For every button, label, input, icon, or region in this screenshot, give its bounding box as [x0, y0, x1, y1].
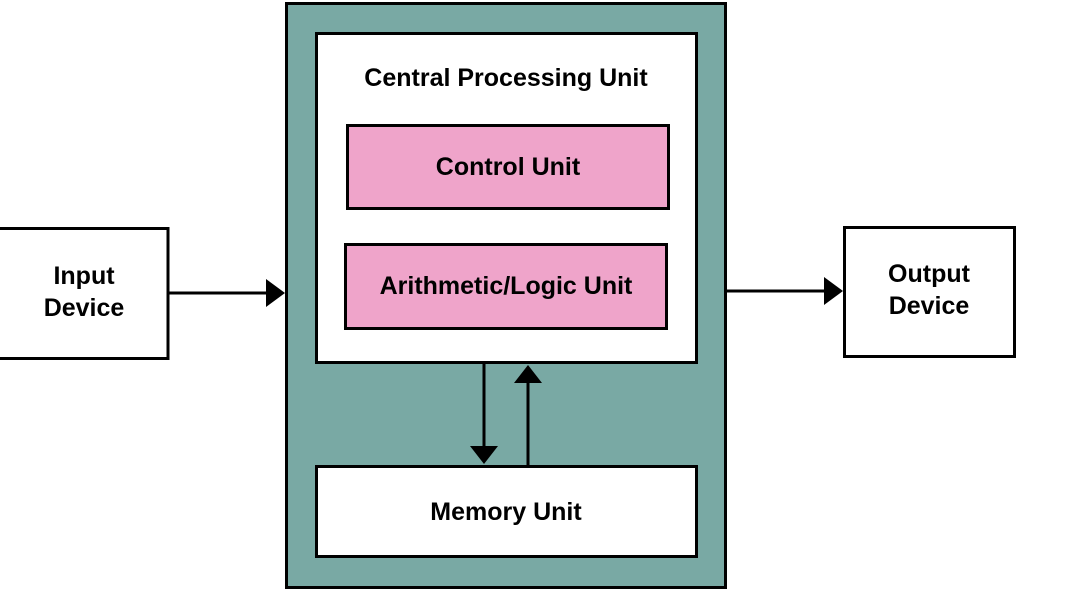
output-device-label-line1: Output: [888, 260, 971, 288]
alu-label: Arithmetic/Logic Unit: [380, 272, 633, 300]
control-unit-label: Control Unit: [436, 153, 581, 181]
cpu-title: Central Processing Unit: [364, 64, 648, 92]
output-device-box: [843, 226, 1016, 358]
input-device-label-line2: Device: [44, 294, 125, 322]
output-arrow: [725, 277, 843, 305]
alu-box: [344, 243, 668, 330]
control-unit-box: [346, 124, 670, 210]
input-arrow: [168, 279, 285, 307]
memory-unit-label: Memory Unit: [430, 498, 582, 526]
output-device-label-line2: Device: [889, 292, 970, 320]
cpu-to-memory-arrow: [470, 362, 498, 464]
memory-to-cpu-arrow: [514, 365, 542, 466]
input-device-label-line1: Input: [53, 262, 115, 290]
memory-unit-box: [315, 465, 698, 558]
